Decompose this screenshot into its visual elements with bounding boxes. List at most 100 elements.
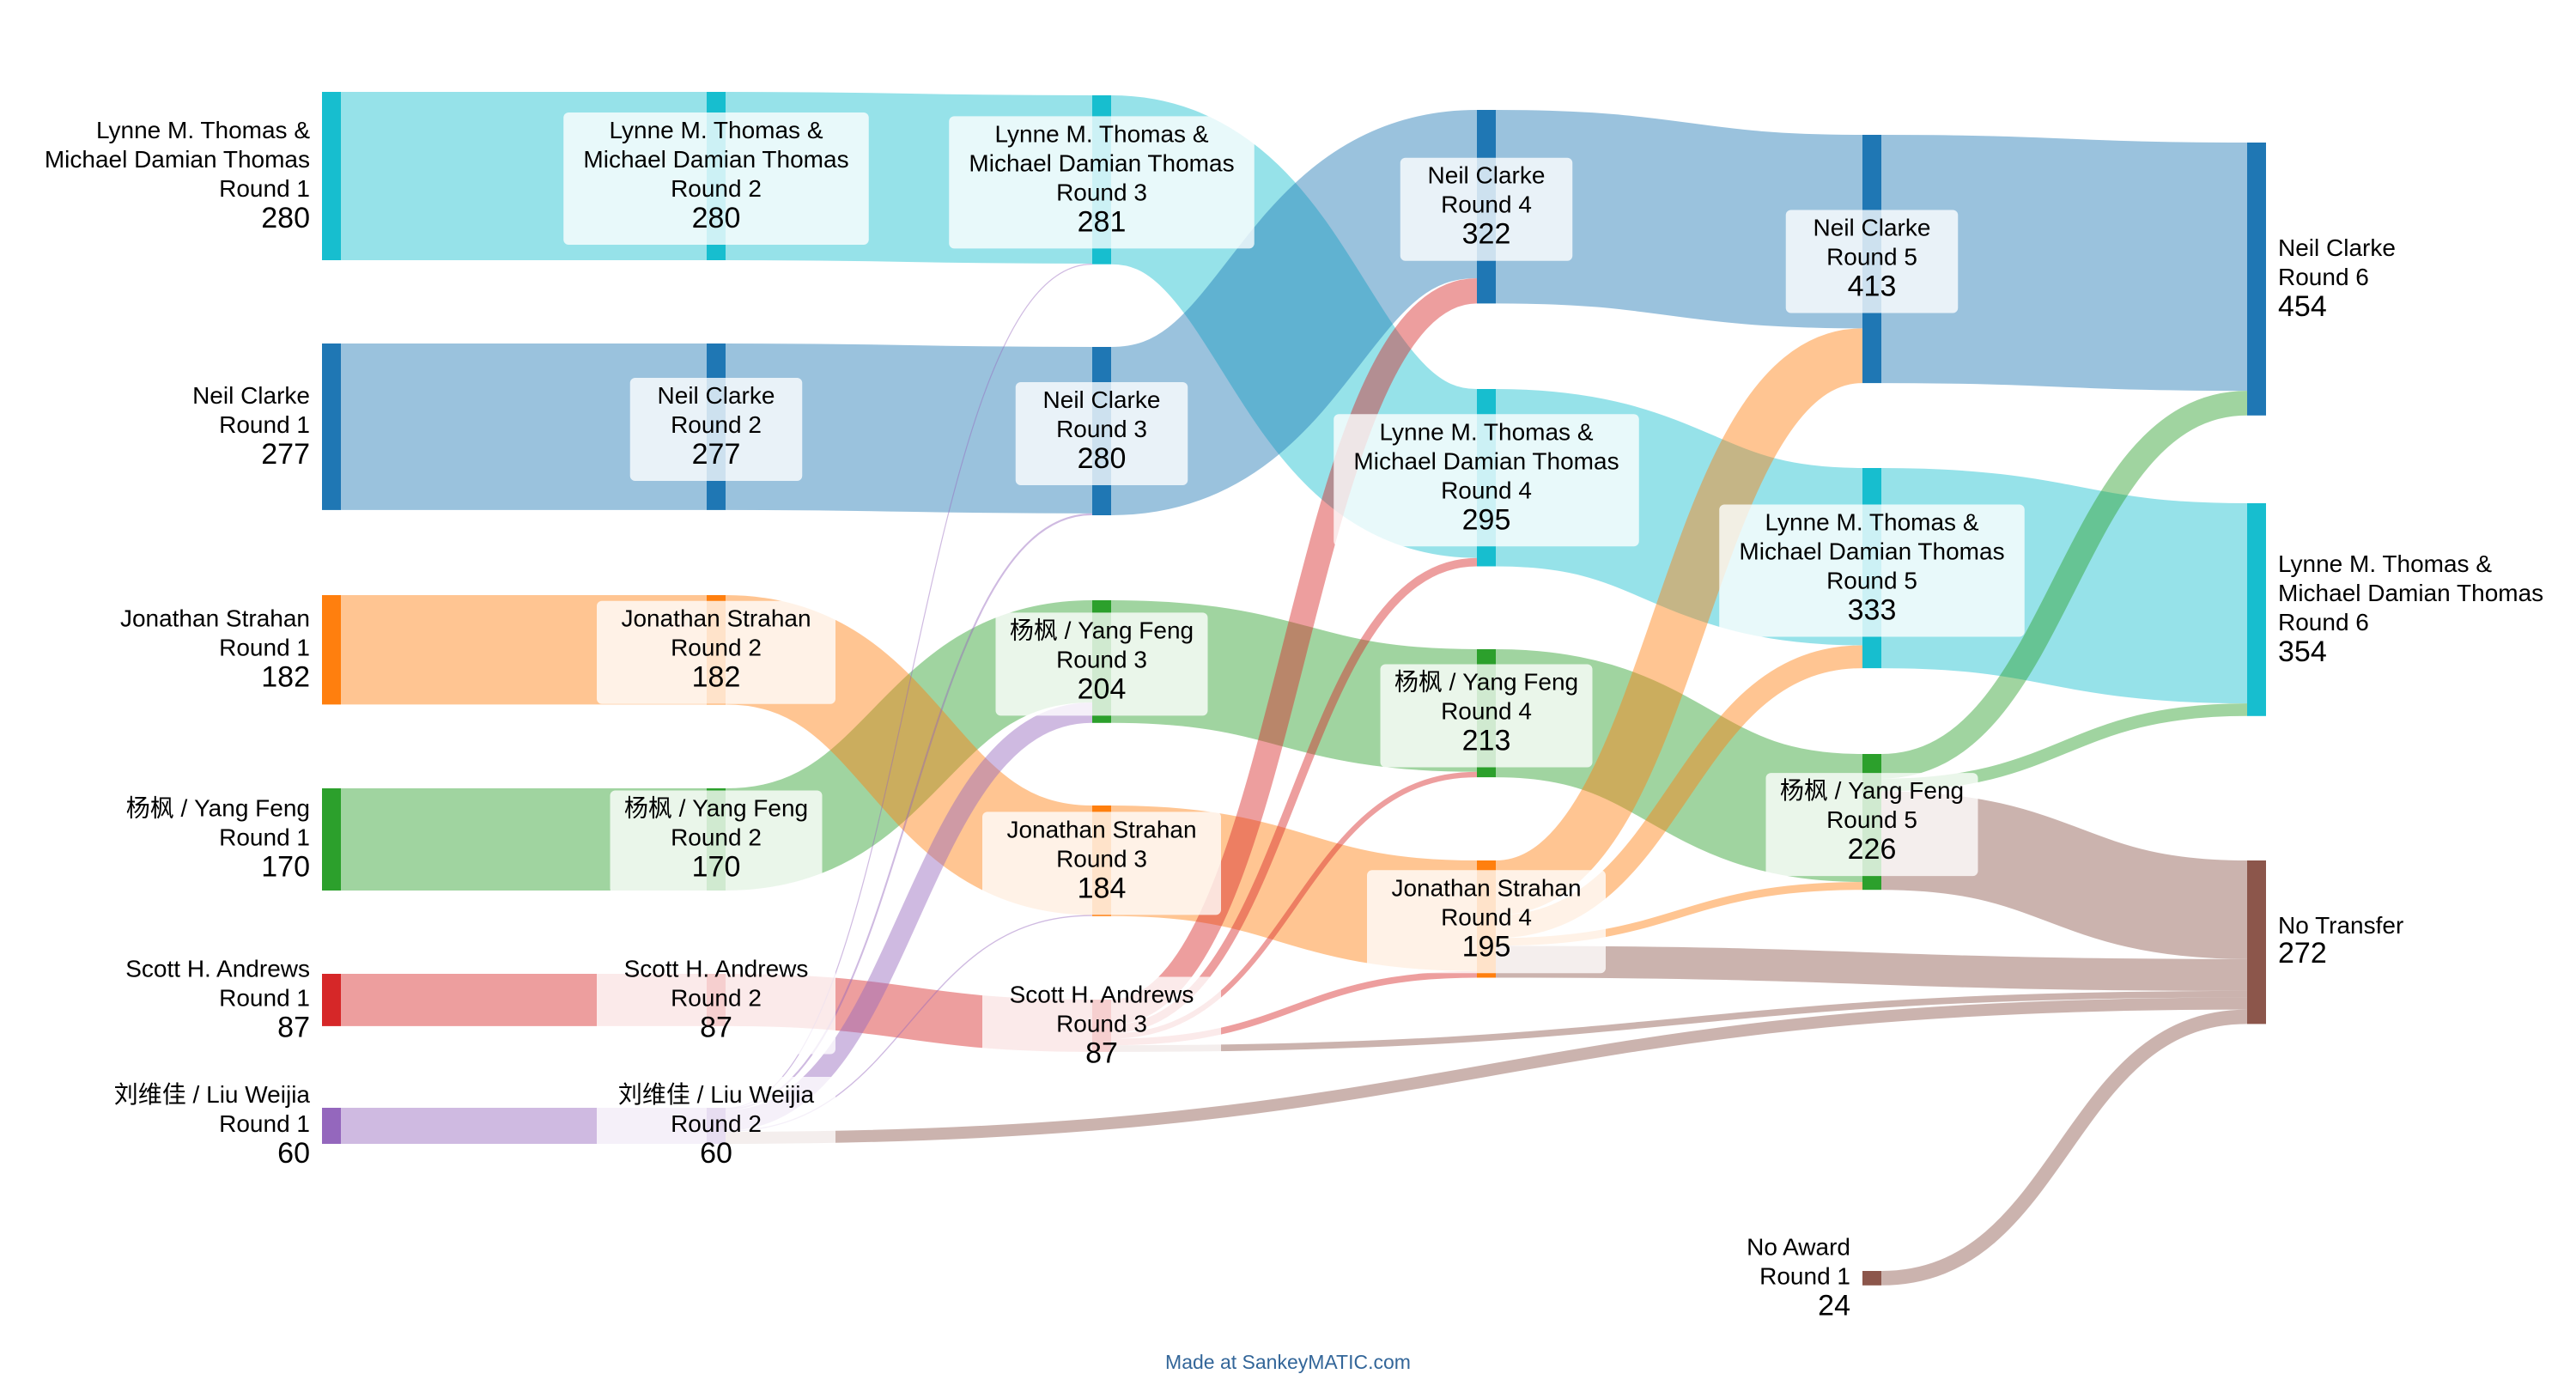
link-SA3-NC4[interactable] (1109, 278, 1479, 1025)
link-JS4-NC5[interactable] (1493, 328, 1865, 915)
node-value-text: 60 (700, 1137, 732, 1170)
node-value-text: 322 (1462, 218, 1511, 251)
node-name-text: Jonathan Strahan (1391, 874, 1581, 901)
node-round-text: Round 4 (1441, 477, 1532, 503)
node-bar-JS1[interactable] (322, 595, 341, 705)
node-value-text: 413 (1848, 271, 1897, 303)
node-round-text: Round 6 (2278, 264, 2369, 290)
node-round-text: Round 1 (219, 635, 310, 661)
node-name-text: 刘维佳 / Liu Weijia (618, 1081, 815, 1108)
link-YF5-NC6[interactable] (1880, 391, 2248, 779)
node-bar-NA1[interactable] (1862, 1271, 1881, 1286)
node-name-text: Neil Clarke (2278, 234, 2396, 261)
node-name-text: Lynne M. Thomas & (609, 117, 823, 143)
link-SA3-NT[interactable] (1110, 990, 2248, 1052)
node-label-bg (1400, 157, 1573, 261)
link-NA1-NT[interactable] (1880, 1009, 2248, 1286)
node-name-text: Neil Clarke (1428, 162, 1546, 189)
node-round-text: Round 2 (671, 824, 762, 851)
node-name-text: 杨枫 / Yang Feng (126, 795, 310, 822)
node-value-text: 170 (261, 851, 310, 884)
node-round-text: Round 1 (219, 984, 310, 1011)
node-round-text: Round 5 (1826, 568, 1917, 594)
node-name-text: Michael Damian Thomas (1739, 538, 2004, 565)
node-name-text: Scott H. Andrews (1010, 981, 1194, 1007)
link-JS4-NT[interactable] (1495, 945, 2248, 991)
node-bar-LT6[interactable] (2247, 503, 2266, 716)
node-name-text: Neil Clarke (1043, 386, 1161, 413)
node-label-bg (1015, 382, 1188, 485)
link-LW2-NT[interactable] (725, 997, 2248, 1144)
node-round-text: Round 2 (671, 635, 762, 661)
node-label-LT3: Lynne M. Thomas &Michael Damian ThomasRo… (949, 116, 1255, 249)
node-name-text: 杨枫 / Yang Feng (1394, 669, 1578, 696)
node-bar-LW1[interactable] (322, 1108, 341, 1144)
node-value-text: 24 (1818, 1289, 1850, 1322)
link-LW2-NC3[interactable] (725, 513, 1093, 1110)
node-round-text: Round 2 (671, 1110, 762, 1137)
node-value-text: 333 (1848, 594, 1897, 627)
node-round-text: Round 2 (671, 175, 762, 202)
node-label-bg (597, 951, 835, 1055)
node-name-text: Michael Damian Thomas (45, 146, 310, 173)
link-LW2-LT3[interactable] (725, 264, 1093, 1110)
node-name-text: Lynne M. Thomas & (1765, 509, 1978, 536)
node-name-text: Lynne M. Thomas & (96, 117, 310, 143)
node-value-text: 226 (1848, 833, 1897, 866)
node-bar-LT1[interactable] (322, 92, 341, 260)
node-round-text: Round 4 (1441, 698, 1532, 725)
node-value-text: 184 (1078, 872, 1127, 904)
credit-text[interactable]: Made at SankeyMATIC.com (1165, 1351, 1411, 1373)
node-bar-SA1[interactable] (322, 974, 341, 1026)
node-value-text: 295 (1462, 503, 1511, 536)
node-name-text: Michael Damian Thomas (2278, 580, 2543, 606)
node-label-LT6: Lynne M. Thomas &Michael Damian ThomasRo… (2278, 550, 2543, 668)
node-bar-NT[interactable] (2247, 860, 2266, 1024)
node-value-text: 182 (261, 661, 310, 694)
node-round-text: Round 2 (671, 984, 762, 1011)
node-value-text: 213 (1462, 725, 1511, 757)
node-value-text: 280 (261, 202, 310, 234)
node-name-text: Scott H. Andrews (624, 955, 809, 982)
node-name-text: Lynne M. Thomas & (1379, 418, 1593, 445)
node-value-text: 280 (692, 202, 741, 234)
node-label-bg (597, 600, 835, 704)
node-round-text: Round 2 (671, 411, 762, 438)
node-round-text: Round 5 (1826, 244, 1917, 271)
node-name-text: Michael Damian Thomas (969, 149, 1234, 176)
node-label-bg (610, 790, 823, 894)
node-name-text: Jonathan Strahan (1006, 816, 1196, 842)
node-value-text: 87 (277, 1011, 310, 1043)
node-label-bg (995, 612, 1208, 716)
node-bar-YF1[interactable] (322, 788, 341, 891)
node-round-text: Round 1 (219, 1110, 310, 1137)
node-label-LT2: Lynne M. Thomas &Michael Damian ThomasRo… (563, 112, 869, 245)
node-label-bg (597, 1077, 835, 1180)
node-bar-NC1[interactable] (322, 344, 341, 510)
node-value-text: 272 (2278, 937, 2327, 970)
node-value-text: 454 (2278, 290, 2327, 323)
node-name-text: 刘维佳 / Liu Weijia (114, 1081, 311, 1108)
node-name-text: Jonathan Strahan (120, 605, 310, 632)
node-label-bg (982, 976, 1221, 1080)
node-round-text: Round 1 (219, 175, 310, 202)
node-name-text: No Award (1747, 1233, 1850, 1260)
node-bar-NC6[interactable] (2247, 143, 2266, 416)
node-label-LT5: Lynne M. Thomas &Michael Damian ThomasRo… (1719, 504, 2025, 637)
node-round-text: Round 3 (1056, 646, 1147, 672)
node-name-text: Neil Clarke (1814, 215, 1931, 241)
node-label-bg (629, 377, 803, 481)
